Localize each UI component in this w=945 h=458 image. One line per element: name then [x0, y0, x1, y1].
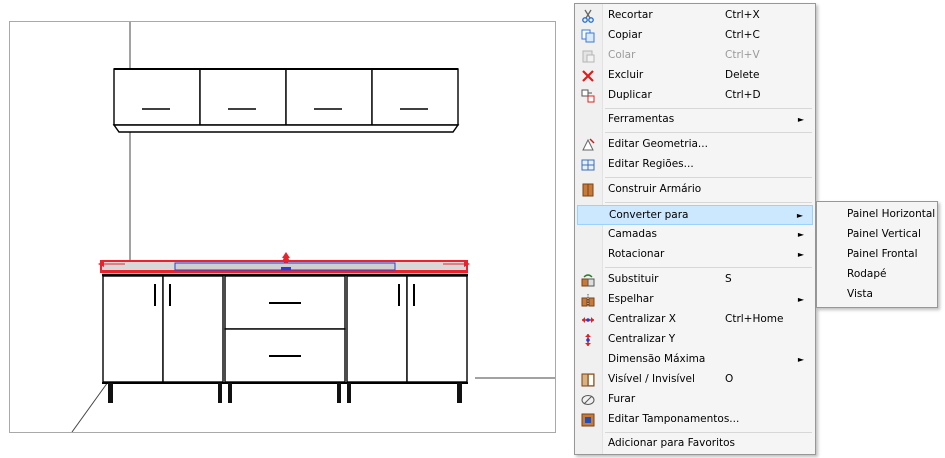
- duplicate-icon: [581, 89, 595, 103]
- menu-item-label: Adicionar para Favoritos: [608, 437, 736, 449]
- submenu-item-painel-vertical[interactable]: Painel Vertical: [819, 225, 935, 245]
- menu-item-duplicar[interactable]: Duplicar Ctrl+D: [577, 86, 813, 106]
- menu-item-label: Construir Armário: [608, 183, 702, 195]
- menu-item-rotacionar[interactable]: Rotacionar ►: [577, 245, 813, 265]
- menu-item-camadas[interactable]: Camadas ►: [577, 225, 813, 245]
- menu-item-label: Editar Geometria...: [608, 138, 708, 150]
- menu-item-label: Excluir: [608, 69, 644, 81]
- menu-item-shortcut: S: [725, 273, 732, 285]
- cabinet-icon: [582, 183, 594, 197]
- submenu-item-vista[interactable]: Vista: [819, 285, 935, 305]
- menu-item-label: Centralizar Y: [608, 333, 676, 345]
- geometry-icon: [582, 138, 595, 151]
- menu-item-label: Dimensão Máxima: [608, 353, 706, 365]
- menu-separator: [605, 108, 812, 109]
- menu-item-label: Editar Tamponamentos...: [608, 413, 740, 425]
- context-menu: Recortar Ctrl+X Copiar Ctrl+C Colar Ctrl…: [574, 3, 816, 455]
- menu-separator: [605, 202, 812, 203]
- submenu-item-label: Rodapé: [847, 268, 887, 280]
- menu-item-label: Copiar: [608, 29, 643, 41]
- menu-item-editar-regioes[interactable]: Editar Regiões...: [577, 155, 813, 175]
- menu-separator: [605, 432, 812, 433]
- menu-item-label: Visível / Invisível: [608, 373, 695, 385]
- wall-cabinets: [112, 68, 460, 133]
- copy-icon: [581, 29, 595, 43]
- submenu-item-label: Painel Vertical: [847, 228, 921, 240]
- menu-item-label: Editar Regiões...: [608, 158, 694, 170]
- menu-item-colar[interactable]: Colar Ctrl+V: [577, 46, 813, 66]
- edge-icon: [581, 413, 595, 427]
- center-x-icon: [582, 317, 594, 323]
- menu-item-centralizar-y[interactable]: Centralizar Y: [577, 330, 813, 350]
- substitute-icon: [581, 274, 595, 287]
- menu-item-espelhar[interactable]: Espelhar ►: [577, 290, 813, 310]
- submenu-arrow-icon: ►: [797, 295, 804, 304]
- converter-para-submenu: Painel Horizontal Painel Vertical Painel…: [816, 201, 938, 308]
- menu-separator: [605, 177, 812, 178]
- submenu-item-painel-frontal[interactable]: Painel Frontal: [819, 245, 935, 265]
- menu-item-dimensao-maxima[interactable]: Dimensão Máxima ►: [577, 350, 813, 370]
- paste-icon: [582, 50, 595, 63]
- menu-item-label: Espelhar: [608, 293, 654, 305]
- menu-item-shortcut: O: [725, 373, 734, 385]
- visibility-icon: [581, 373, 595, 387]
- submenu-item-label: Vista: [847, 288, 873, 300]
- menu-item-label: Ferramentas: [608, 113, 675, 125]
- menu-item-visivel-invisivel[interactable]: Visível / Invisível O: [577, 370, 813, 390]
- menu-item-shortcut: Delete: [725, 69, 760, 81]
- menu-item-adicionar-favoritos[interactable]: Adicionar para Favoritos: [577, 434, 813, 454]
- submenu-item-painel-horizontal[interactable]: Painel Horizontal: [819, 205, 935, 225]
- menu-item-label: Rotacionar: [608, 248, 665, 260]
- menu-item-construir-armario[interactable]: Construir Armário: [577, 180, 813, 200]
- countertop-selection: [98, 252, 470, 273]
- menu-item-label: Duplicar: [608, 89, 652, 101]
- menu-item-ferramentas[interactable]: Ferramentas ►: [577, 110, 813, 130]
- menu-item-recortar[interactable]: Recortar Ctrl+X: [577, 6, 813, 26]
- submenu-arrow-icon: ►: [797, 230, 804, 239]
- menu-item-shortcut: Ctrl+D: [725, 89, 761, 101]
- cabinet-drawing: [71, 22, 555, 432]
- 3d-viewport[interactable]: [9, 21, 556, 433]
- base-cabinets: [102, 273, 468, 384]
- menu-item-centralizar-x[interactable]: Centralizar X Ctrl+Home: [577, 310, 813, 330]
- regions-icon: [581, 159, 595, 171]
- menu-item-shortcut: Ctrl+Home: [725, 313, 784, 325]
- menu-separator: [605, 267, 812, 268]
- submenu-item-rodape[interactable]: Rodapé: [819, 265, 935, 285]
- menu-item-converter-para[interactable]: Converter para ►: [577, 205, 813, 225]
- scissors-icon: [582, 9, 594, 23]
- submenu-arrow-icon: ►: [797, 250, 804, 259]
- submenu-item-label: Painel Frontal: [847, 248, 918, 260]
- menu-item-label: Converter para: [609, 209, 689, 221]
- menu-item-copiar[interactable]: Copiar Ctrl+C: [577, 26, 813, 46]
- submenu-item-label: Painel Horizontal: [847, 208, 936, 220]
- menu-item-label: Centralizar X: [608, 313, 676, 325]
- menu-item-label: Camadas: [608, 228, 657, 240]
- menu-item-label: Substituir: [608, 273, 659, 285]
- delete-x-icon: [582, 70, 594, 82]
- menu-item-shortcut: Ctrl+X: [725, 9, 760, 21]
- center-y-icon: [585, 334, 591, 346]
- drill-icon: [581, 395, 595, 405]
- submenu-arrow-icon: ►: [797, 115, 804, 124]
- submenu-arrow-icon: ►: [797, 355, 804, 364]
- menu-item-furar[interactable]: Furar: [577, 390, 813, 410]
- mirror-icon: [581, 294, 595, 307]
- menu-separator: [605, 132, 812, 133]
- menu-item-excluir[interactable]: Excluir Delete: [577, 66, 813, 86]
- menu-item-label: Colar: [608, 49, 636, 61]
- menu-item-editar-tamponamentos[interactable]: Editar Tamponamentos...: [577, 410, 813, 430]
- menu-item-label: Recortar: [608, 9, 653, 21]
- submenu-arrow-icon: ►: [796, 211, 803, 220]
- menu-item-shortcut: Ctrl+C: [725, 29, 760, 41]
- menu-item-editar-geometria[interactable]: Editar Geometria...: [577, 135, 813, 155]
- menu-item-substituir[interactable]: Substituir S: [577, 270, 813, 290]
- menu-item-label: Furar: [608, 393, 636, 405]
- menu-item-shortcut: Ctrl+V: [725, 49, 760, 61]
